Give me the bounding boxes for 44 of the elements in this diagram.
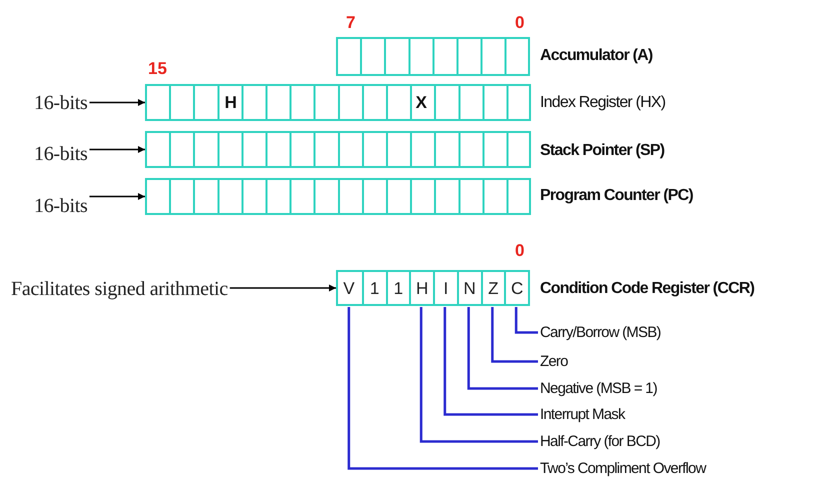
- register-cell: Z: [480, 272, 504, 304]
- register-cell: H: [409, 272, 433, 304]
- register-name: Stack Pointer (SP): [540, 143, 664, 159]
- register-bar: [145, 178, 531, 215]
- leader-line: [420, 307, 538, 443]
- flag-description: Interrupt Mask: [540, 407, 625, 422]
- flag-description: Half-Carry (for BCD): [540, 434, 660, 449]
- register-name: Program Counter (PC): [540, 188, 693, 204]
- register-cell: N: [456, 272, 480, 304]
- annotation-text: 16-bits: [34, 93, 88, 113]
- annotation-text: 16-bits: [34, 144, 88, 164]
- register-field-label: H: [224, 94, 237, 111]
- bit-number: 15: [148, 60, 167, 77]
- register-cell: C: [504, 272, 528, 304]
- register-bar: [336, 270, 530, 306]
- register-cell: V: [336, 272, 362, 304]
- arrow: [89, 99, 145, 106]
- register-cell: I: [433, 272, 457, 304]
- leader-line: [491, 307, 538, 363]
- register-bar: [336, 37, 530, 76]
- register-bar: [145, 84, 531, 121]
- bit-number: 0: [515, 242, 524, 259]
- flag-description: Two’s Compliment Overflow: [540, 461, 706, 476]
- annotation-text: 16-bits: [34, 196, 88, 216]
- leader-line: [467, 307, 538, 390]
- register-name: Accumulator (A): [540, 48, 652, 64]
- arrow: [89, 193, 145, 200]
- flag-description: Carry/Borrow (MSB): [540, 325, 661, 340]
- flag-description: Negative (MSB = 1): [540, 381, 657, 396]
- register-name: Condition Code Register (CCR): [540, 281, 754, 297]
- leader-line: [348, 307, 538, 470]
- register-bar: [145, 131, 531, 168]
- arrow: [230, 284, 336, 292]
- flag-description: Zero: [540, 354, 568, 369]
- bit-number: 0: [515, 14, 524, 31]
- leader-line: [444, 307, 538, 416]
- register-name: Index Register (HX): [540, 95, 666, 111]
- register-cell: 1: [362, 272, 386, 304]
- leader-line: [514, 307, 538, 334]
- arrow: [89, 146, 145, 153]
- register-field-label: X: [416, 94, 427, 111]
- annotation-text: Facilitates signed arithmetic: [11, 279, 228, 299]
- register-cell: 1: [386, 272, 410, 304]
- bit-number: 7: [346, 14, 356, 31]
